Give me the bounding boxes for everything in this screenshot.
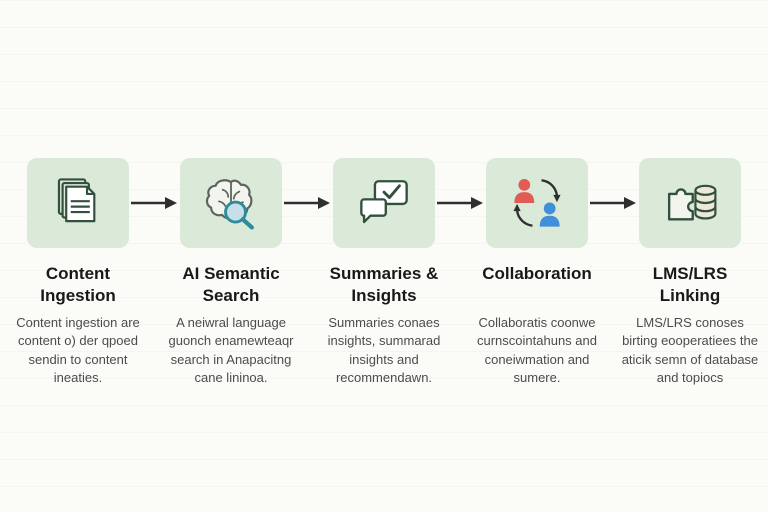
step-title: AI Semantic Search (182, 264, 280, 306)
step-description: Content ingestion are content o) der qpo… (16, 315, 140, 386)
step-description: A neiwral language guonch enamewteaqr se… (168, 315, 294, 386)
documents-icon (49, 174, 107, 232)
step-title: Summaries & Insights (329, 264, 439, 306)
step-collaboration: Collaboration Collaboratis coonwe curnsc… (465, 158, 610, 388)
step-summaries-insights: Summaries & Insights Summaries conaes in… (312, 158, 457, 388)
puzzle-database-icon (661, 174, 719, 232)
step-title: Collaboration (482, 264, 592, 283)
step-title: Content Ingestion (40, 264, 116, 306)
people-sync-icon (508, 174, 566, 232)
step-title: LMS/LRS Linking (652, 264, 728, 306)
flow-row: Content Ingestion Content ingestion are … (0, 158, 768, 388)
icon-box (333, 158, 435, 248)
flow-arrow-1 (131, 195, 177, 211)
icon-box (639, 158, 741, 248)
flow-arrow-4 (590, 195, 636, 211)
flow-arrow-2 (284, 195, 330, 211)
icon-box (27, 158, 129, 248)
step-ai-semantic-search: AI Semantic Search A neiwral language gu… (159, 158, 304, 388)
step-lms-lrs-linking: LMS/LRS Linking LMS/LRS conoses birting … (618, 158, 763, 388)
step-description: Collaboratis coonwe curnscointahuns and … (477, 315, 597, 386)
chat-check-icon (355, 174, 413, 232)
step-description: Summaries conaes insights, summarad insi… (327, 315, 441, 386)
icon-box (486, 158, 588, 248)
flow-arrow-3 (437, 195, 483, 211)
icon-box (180, 158, 282, 248)
step-description: LMS/LRS conoses birting eooperatiees the… (621, 315, 759, 386)
step-content-ingestion: Content Ingestion Content ingestion are … (6, 158, 151, 388)
brain-search-icon (202, 174, 260, 232)
